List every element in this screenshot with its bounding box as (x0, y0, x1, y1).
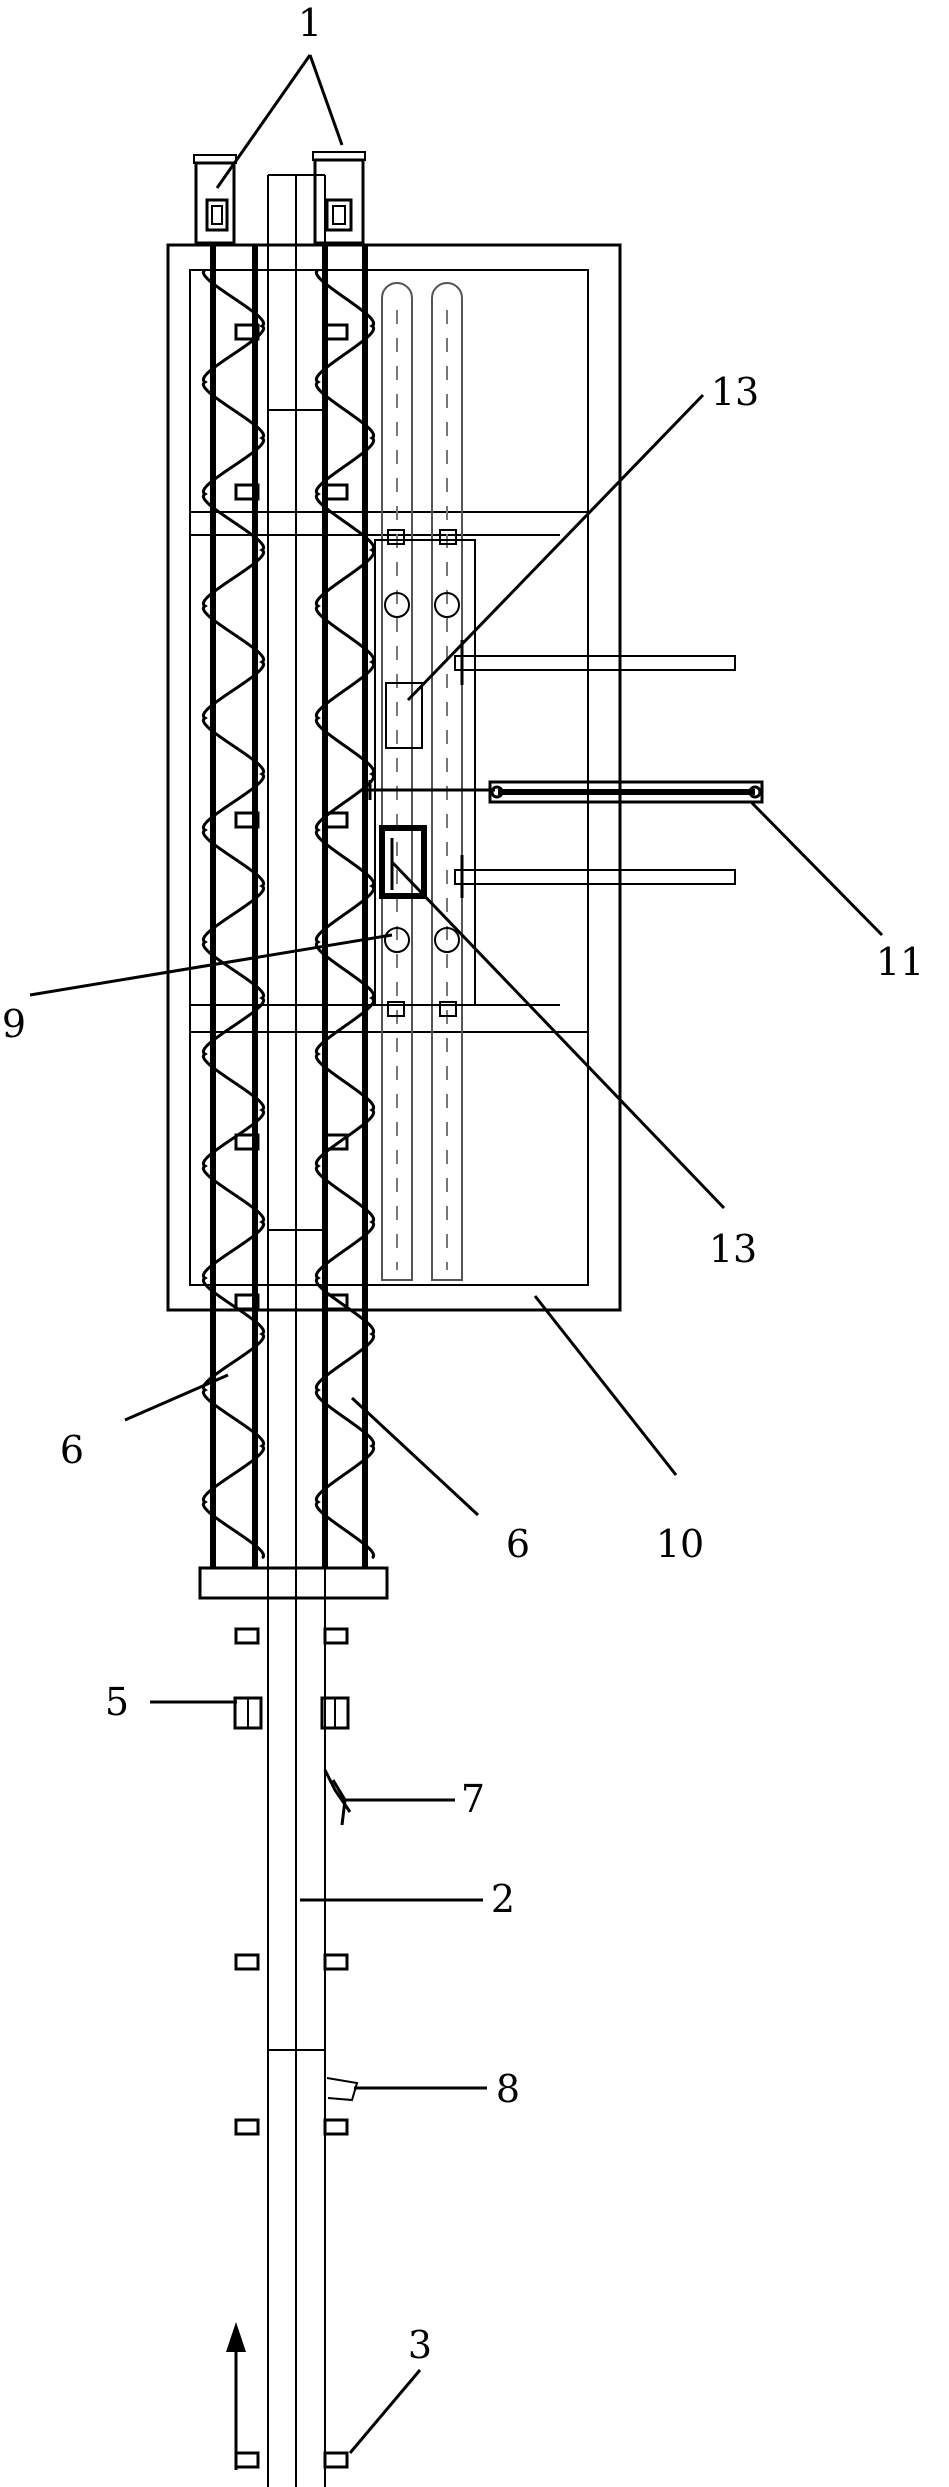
horizontal-rods (362, 640, 735, 898)
slider-unit (375, 530, 475, 1016)
tab-8 (327, 2078, 357, 2100)
screw-column-right (316, 245, 373, 1568)
probe (490, 782, 762, 802)
clamp-block (236, 1955, 258, 1969)
clamp-block (325, 1629, 347, 1643)
clamp-block (325, 2453, 347, 2467)
clamp-block (325, 485, 347, 499)
label-10: 10 (656, 1522, 704, 1566)
clamp-block (236, 1629, 258, 1643)
label-2: 2 (491, 1877, 515, 1921)
label-5: 5 (105, 1680, 129, 1724)
label-11: 11 (876, 940, 924, 984)
label-7: 7 (461, 1777, 485, 1821)
label-9: 9 (2, 1002, 26, 1046)
motor-right (313, 152, 365, 243)
clamp-block (325, 2120, 347, 2134)
label-8: 8 (496, 2067, 520, 2111)
label-6-left: 6 (60, 1428, 84, 1472)
base-plate (200, 1568, 387, 1598)
clamp-block (236, 2120, 258, 2134)
label-13-top: 13 (711, 370, 759, 414)
main-pipe (268, 175, 325, 2487)
label-6-right: 6 (506, 1522, 530, 1566)
collar-5 (235, 1698, 348, 1728)
clamp-block (325, 1955, 347, 1969)
label-13-bottom: 13 (709, 1227, 757, 1271)
flow-arrow (226, 2322, 246, 2470)
clamp-block (325, 325, 347, 339)
label-3: 3 (408, 2323, 432, 2367)
inner-tubes (382, 283, 462, 1280)
label-1: 1 (298, 1, 322, 45)
hook-7 (325, 1770, 350, 1825)
screw-column-left (203, 245, 263, 1568)
clamp-block (236, 2453, 258, 2467)
